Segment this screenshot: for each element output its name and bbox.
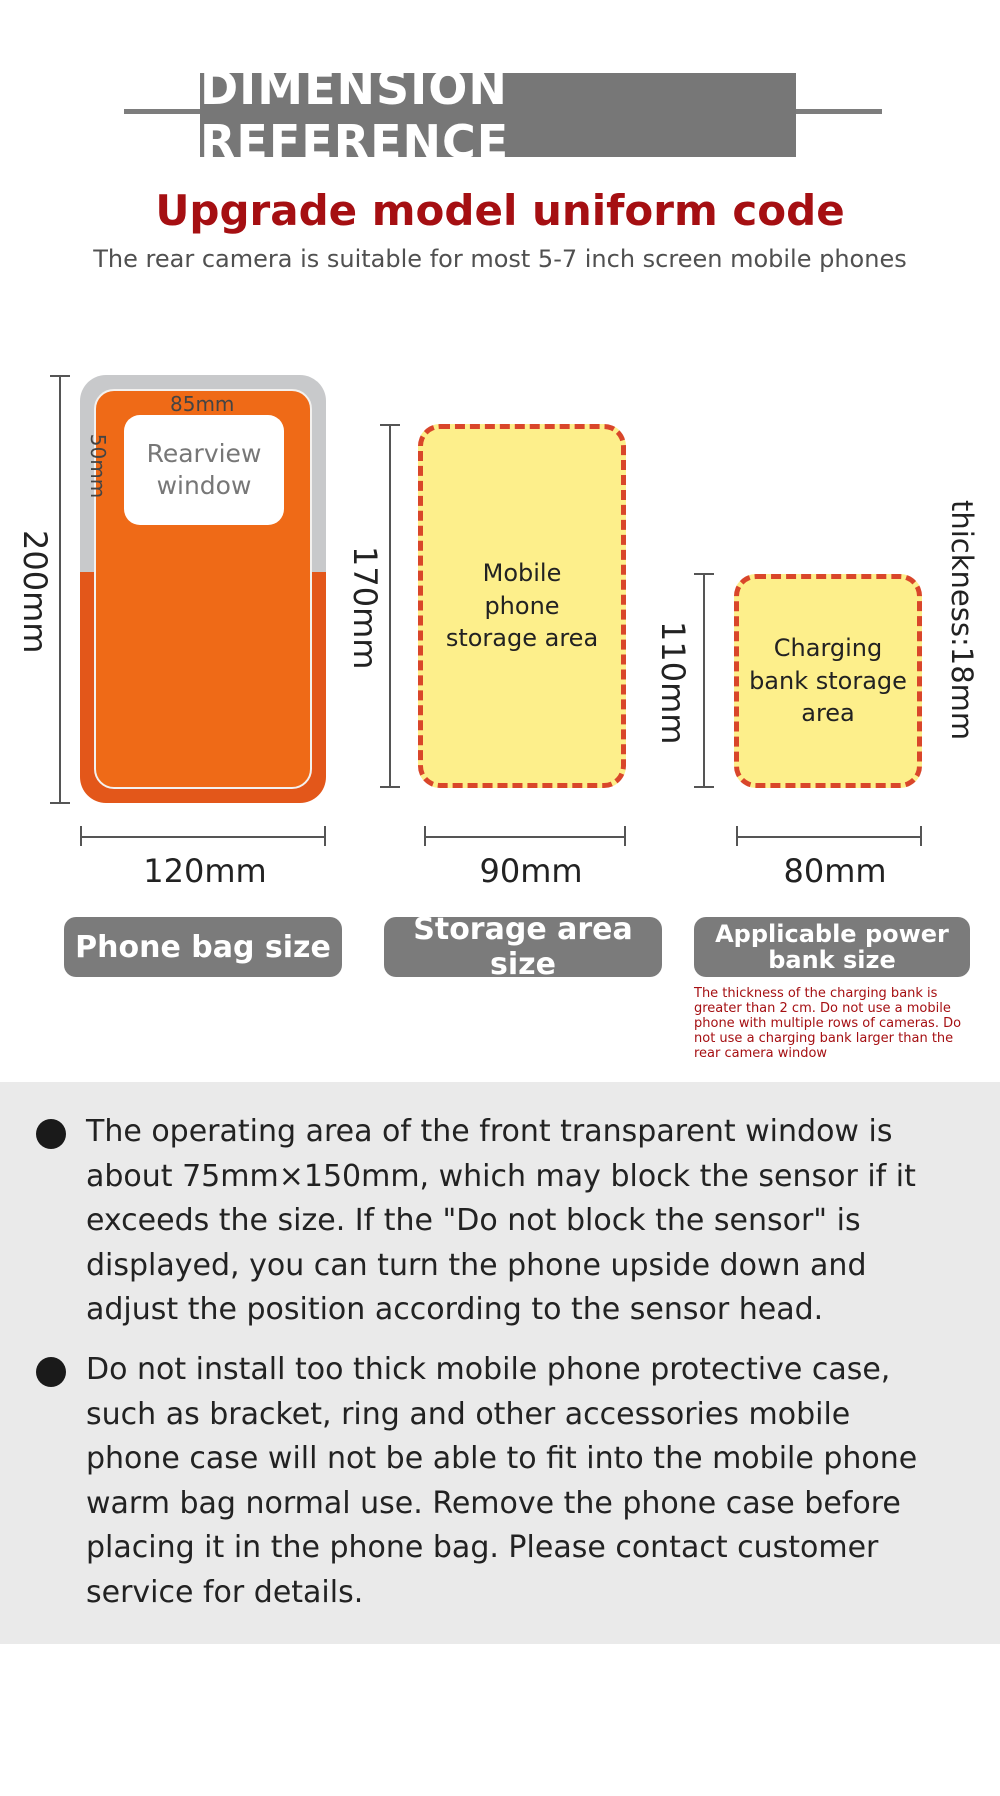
phone-bag-size-pill: Phone bag size — [64, 917, 342, 977]
header-line-left — [124, 109, 204, 114]
description: The rear camera is suitable for most 5-7… — [93, 245, 907, 273]
power-bank-width-label: 80mm — [783, 852, 887, 890]
window-height-label: 50mm — [86, 433, 111, 499]
window-width-label: 85mm — [170, 392, 235, 416]
bullet-item: Do not install too thick mobile phone pr… — [86, 1352, 918, 1610]
header-title: DIMENSION REFERENCE — [200, 61, 796, 169]
storage-area-height-label: 170mm — [346, 546, 384, 670]
subtitle: Upgrade model uniform code — [155, 186, 845, 235]
rearview-window: Rearview window — [124, 415, 284, 525]
storage-area-size-pill: Storage area size — [384, 912, 662, 982]
phone-bag-width-label: 120mm — [143, 852, 267, 890]
notes-panel: The operating area of the front transpar… — [0, 1082, 1000, 1644]
phone-bag: Rearview window — [80, 375, 326, 803]
phone-bag-height-label: 200mm — [16, 530, 54, 654]
power-bank-note: The thickness of the charging bank is gr… — [694, 986, 962, 1061]
thickness-label: thickness:18mm — [945, 500, 979, 741]
power-bank-size-pill: Applicable power bank size — [694, 917, 970, 977]
charging-bank-storage-area: Charging bank storage area — [734, 574, 922, 788]
storage-area-width-label: 90mm — [479, 852, 583, 890]
header-line-right — [792, 109, 882, 114]
bullet-dot-icon — [36, 1119, 66, 1149]
mobile-phone-storage-area: Mobile phone storage area — [418, 424, 626, 788]
power-bank-height-label: 110mm — [654, 621, 692, 745]
bullet-dot-icon — [36, 1357, 66, 1387]
bullet-item: The operating area of the front transpar… — [86, 1114, 916, 1327]
phone-bag-front: Rearview window — [94, 389, 312, 789]
